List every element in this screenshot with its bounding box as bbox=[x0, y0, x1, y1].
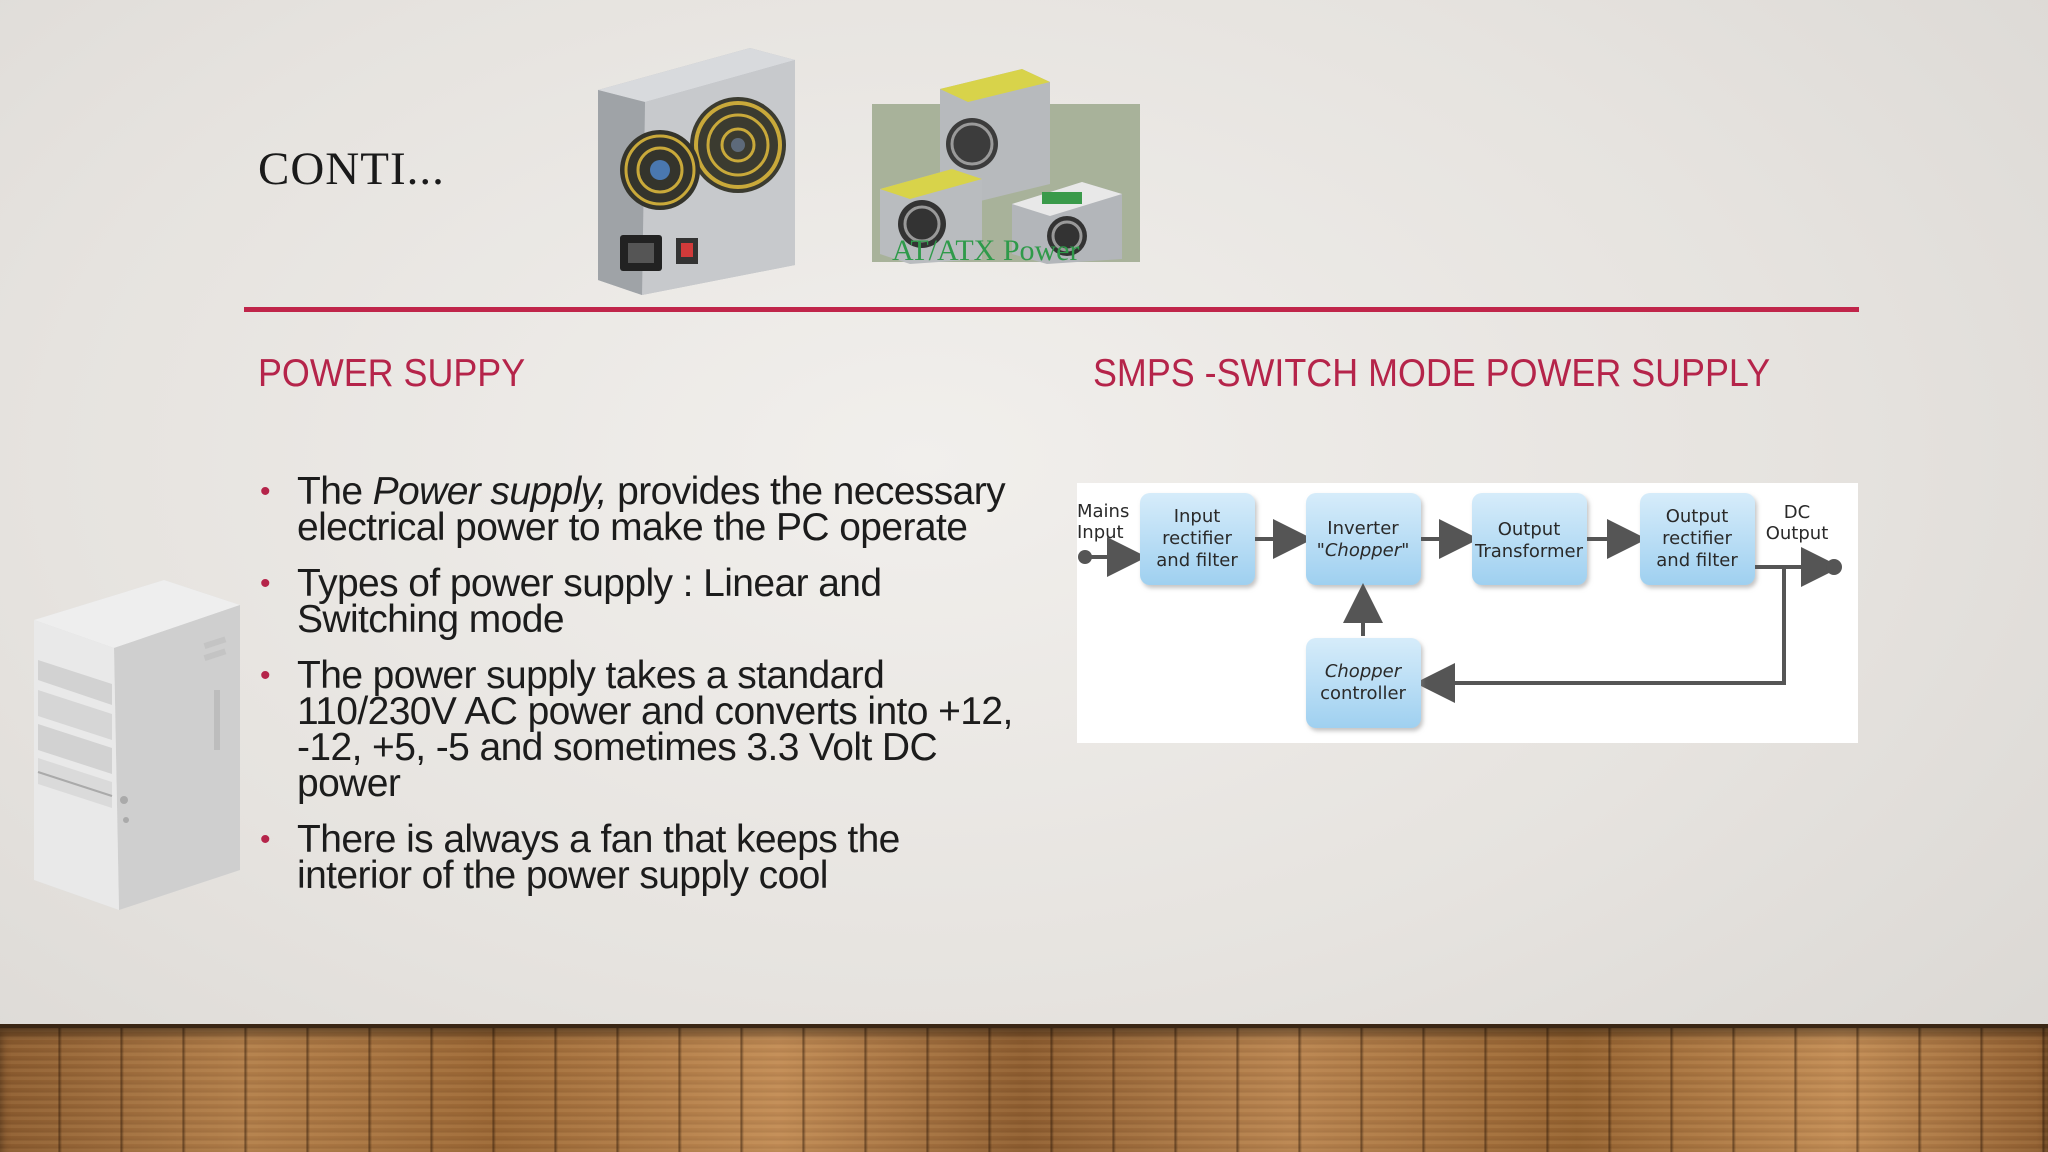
title-divider bbox=[244, 307, 1859, 312]
power-supply-image bbox=[590, 40, 800, 295]
box-label: rectifier bbox=[1162, 528, 1232, 549]
dc-output-label: DC bbox=[1784, 502, 1810, 523]
chopper-controller-box bbox=[1306, 638, 1421, 728]
at-atx-caption: AT/ATX Power bbox=[892, 234, 1080, 264]
bullet-icon: • bbox=[260, 475, 271, 508]
right-heading: SMPS -SWITCH MODE POWER SUPPLY bbox=[1093, 352, 1771, 395]
bullet-text: The power supply takes a standard 110/23… bbox=[297, 654, 1013, 805]
mains-input-label: Mains bbox=[1077, 501, 1129, 522]
box-label: "Chopper" bbox=[1317, 540, 1410, 561]
box-label: Inverter bbox=[1327, 518, 1399, 539]
mains-input-label: Input bbox=[1077, 522, 1124, 543]
input-rectifier-box bbox=[1140, 493, 1255, 585]
bullet-item: • There is always a fan that keeps the in… bbox=[256, 820, 1016, 895]
bullet-emphasis: Power supply, bbox=[372, 470, 608, 513]
box-label: rectifier bbox=[1662, 528, 1732, 549]
output-rectifier-box bbox=[1640, 493, 1755, 585]
bullet-text: There is always a fan that keeps the int… bbox=[297, 818, 900, 897]
bullet-item: • Types of power supply : Linear and Swit… bbox=[256, 564, 1016, 639]
box-label: Chopper bbox=[1325, 661, 1403, 682]
bullet-icon: • bbox=[260, 567, 271, 600]
box-label: Output bbox=[1498, 519, 1561, 540]
box-label: and filter bbox=[1656, 550, 1738, 571]
box-label: Transformer bbox=[1474, 541, 1584, 562]
bullet-item: • The power supply takes a standard 110/2… bbox=[256, 656, 1016, 803]
bullet-list: • The Power supply, provides the necessar… bbox=[256, 472, 1016, 914]
bullet-text: Types of power supply : Linear and Switc… bbox=[297, 562, 882, 641]
floor-edge bbox=[0, 1024, 2048, 1030]
dc-output-label: Output bbox=[1766, 523, 1829, 544]
bullet-text: provides the necessary electrical power … bbox=[297, 470, 1006, 549]
inverter-box bbox=[1306, 493, 1421, 585]
bullet-icon: • bbox=[260, 659, 271, 692]
smps-block-diagram: Mains Input Input rectifier and filter I… bbox=[1077, 483, 1858, 743]
output-transformer-box bbox=[1472, 493, 1587, 585]
wooden-floor bbox=[0, 1028, 2048, 1152]
box-label: controller bbox=[1320, 683, 1406, 704]
bullet-item: • The Power supply, provides the necessar… bbox=[256, 472, 1016, 547]
box-label: Output bbox=[1666, 506, 1729, 527]
at-atx-power-image: AT/ATX Power bbox=[872, 64, 1140, 267]
box-label: and filter bbox=[1156, 550, 1238, 571]
feedback-arrow bbox=[1415, 567, 1786, 703]
bullet-icon: • bbox=[260, 823, 271, 856]
slide-title: CONTI... bbox=[258, 143, 445, 195]
bullet-text: The bbox=[297, 470, 373, 513]
computer-tower-image bbox=[14, 580, 240, 910]
left-heading: POWER SUPPY bbox=[258, 352, 526, 395]
output-terminal bbox=[1826, 559, 1842, 575]
box-label: Input bbox=[1174, 506, 1221, 527]
